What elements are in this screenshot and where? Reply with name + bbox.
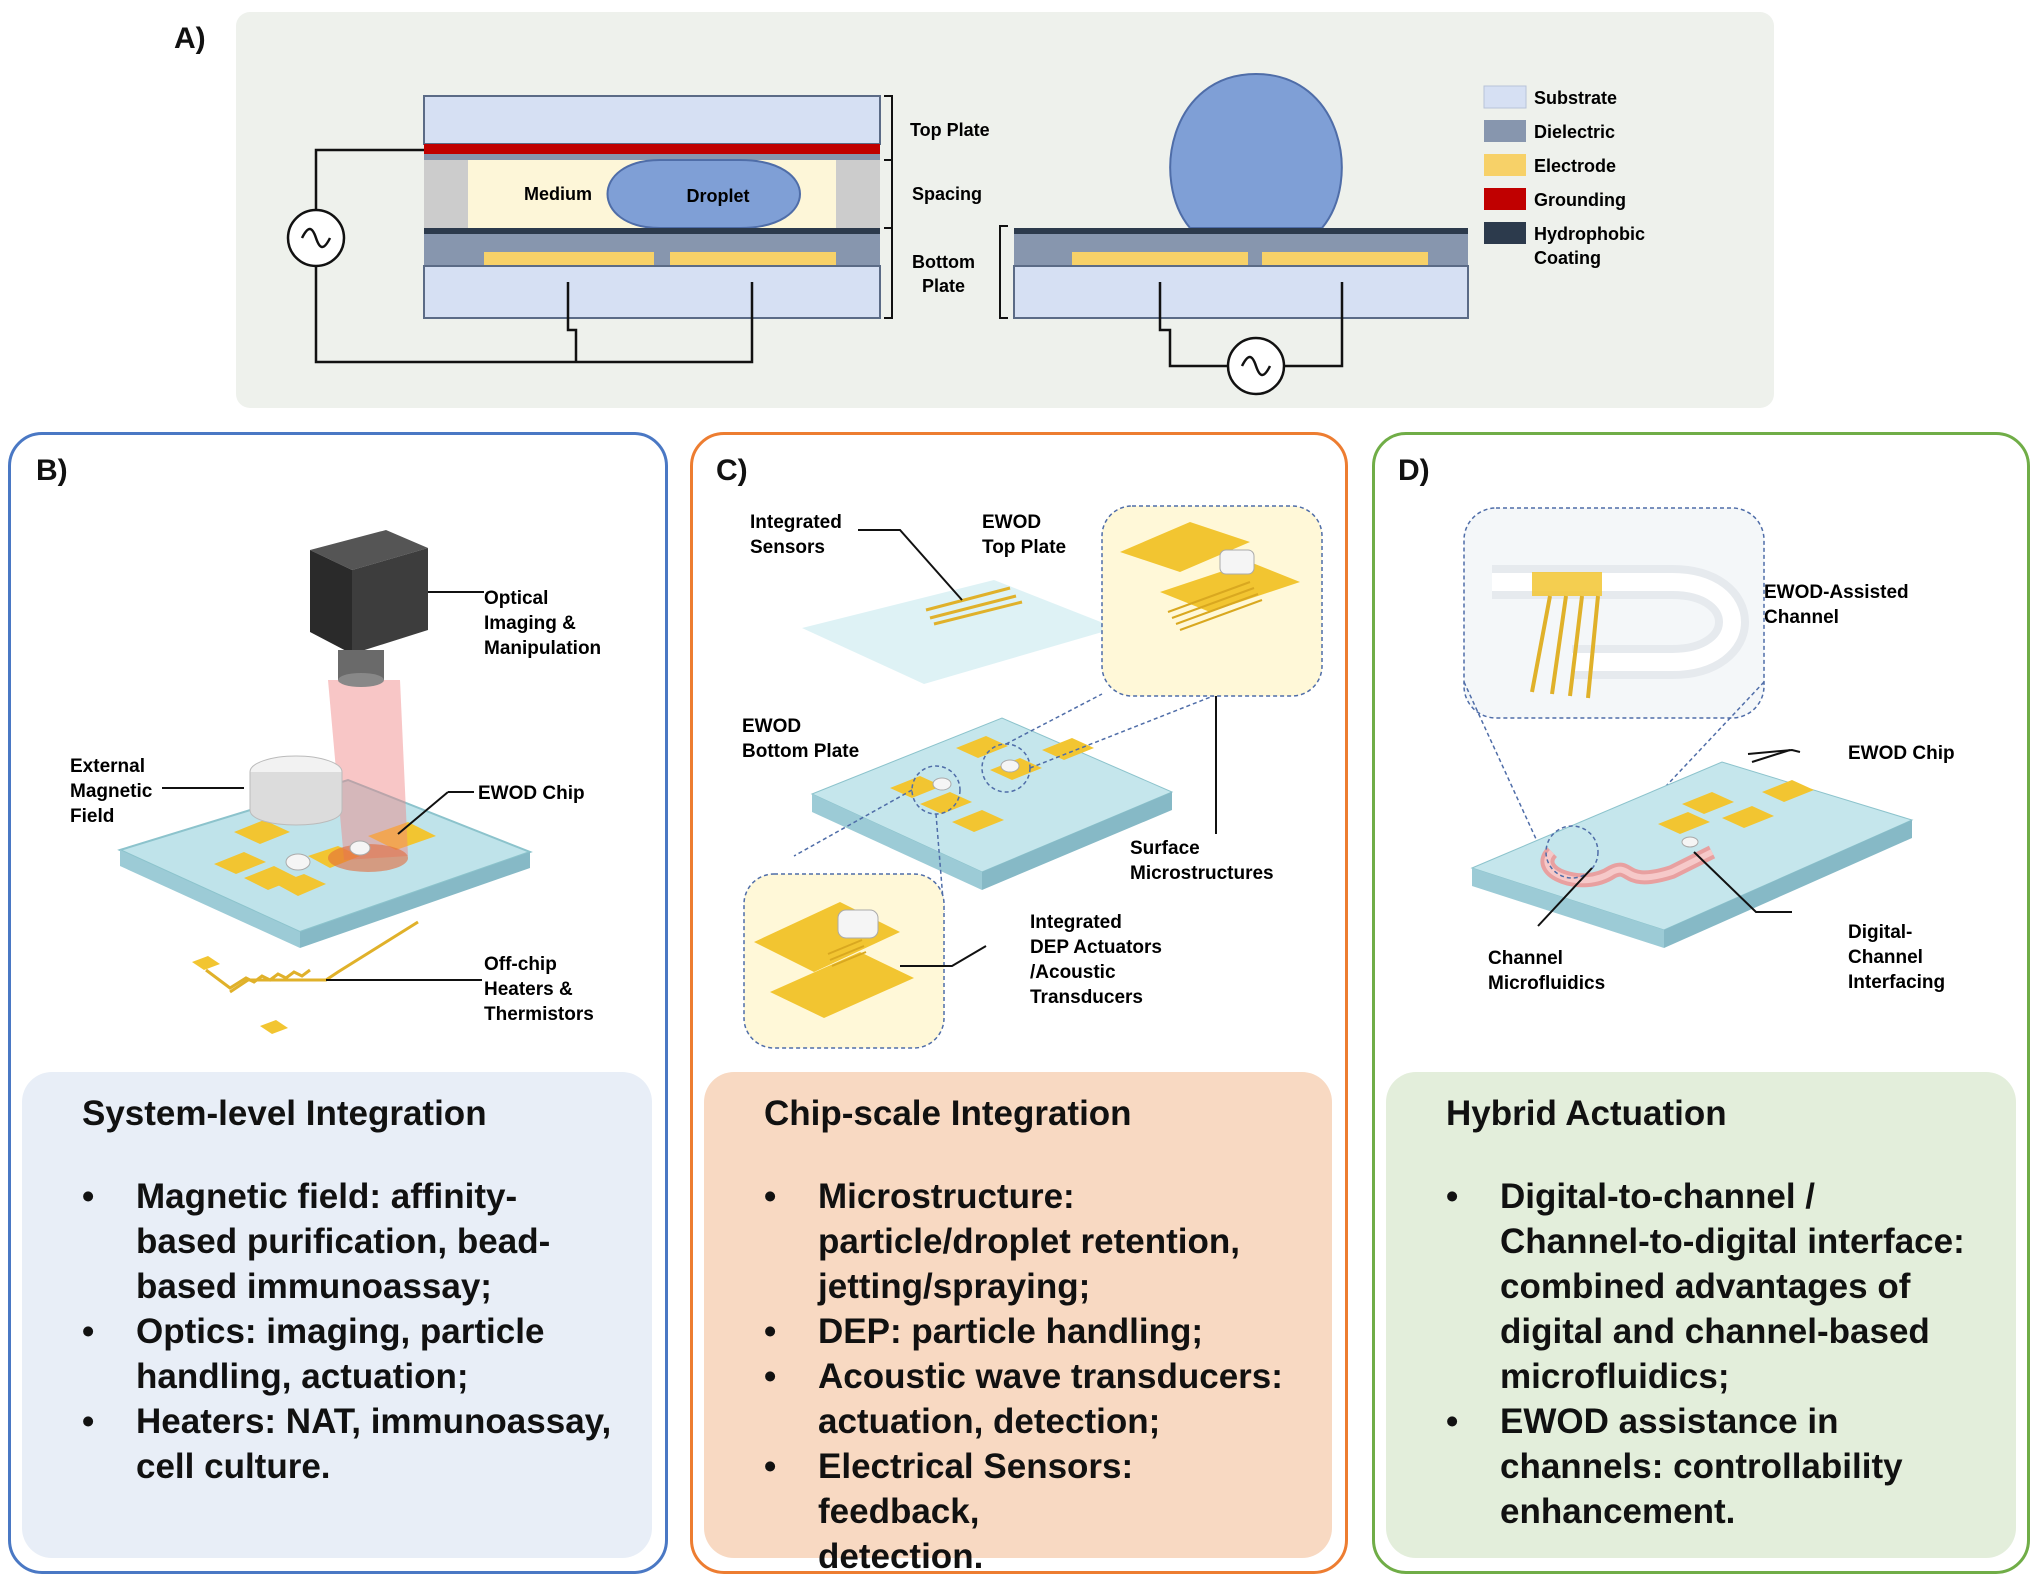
digital-label-1: Digital-: [1848, 922, 1912, 943]
droplet-open: [1169, 72, 1343, 229]
surface-label-1: Surface: [1130, 838, 1200, 859]
list-item: DEP: particle handling;: [734, 1309, 1302, 1354]
circuit-wire-left: [314, 148, 424, 216]
panel-d-letter: D): [1398, 454, 1430, 487]
panel-a-letter: A): [174, 22, 206, 55]
ewod-chip-label: EWOD Chip: [478, 783, 585, 804]
legend-label-coating: Coating: [1534, 248, 1601, 268]
surface-label-2: Microstructures: [1130, 863, 1274, 884]
legend-label-grounding: Grounding: [1534, 190, 1626, 210]
grounding-layer: [424, 144, 880, 154]
legend-label-electrode: Electrode: [1534, 156, 1616, 176]
panel-b-letter: B): [36, 454, 68, 487]
electrode-1: [484, 252, 654, 266]
top-plate-label-1: EWOD: [982, 512, 1041, 533]
panel-d-bullets: Digital-to-channel /Channel-to-digital i…: [1416, 1174, 1986, 1534]
panel-c-title: Chip-scale Integration: [764, 1094, 1132, 1133]
panel-b-illustration: Optical Imaging & Manipulation External …: [70, 530, 601, 1034]
magnetic-label-3: Field: [70, 806, 114, 827]
panel-d-frame: [1372, 432, 2030, 1574]
electrode-2: [670, 252, 836, 266]
dep-label-4: Transducers: [1030, 987, 1143, 1008]
magnetic-label-2: Magnetic: [70, 781, 153, 802]
panel-a-diagram: Medium Droplet Top Plate Spacing Bottom …: [286, 72, 1645, 396]
top-plate-substrate: [423, 95, 881, 145]
panel-d-card: Hybrid Actuation Digital-to-channel /Cha…: [1386, 1072, 2016, 1558]
sensors-label-2: Sensors: [750, 537, 825, 558]
legend-swatch-substrate: [1483, 85, 1527, 109]
top-dielectric: [424, 154, 880, 160]
digital-label-2: Channel: [1848, 947, 1923, 968]
panel-d-illustration: EWOD-Assisted Channel EWOD Chip Channel …: [1463, 507, 1955, 994]
panel-b-frame: [8, 432, 668, 1574]
list-item: Microstructure:particle/droplet retentio…: [734, 1174, 1302, 1309]
dep-label-3: /Acoustic: [1030, 962, 1116, 983]
legend-swatch-grounding: [1484, 188, 1526, 210]
bottom-plate-label-1: Bottom: [912, 252, 975, 272]
bottom-plate-label-2: Bottom Plate: [742, 741, 859, 762]
spacer-left: [424, 160, 468, 228]
magnetic-label-1: External: [70, 756, 145, 777]
channel-label-2: Microfluidics: [1488, 973, 1605, 994]
top-plate-label: Top Plate: [910, 120, 990, 140]
optical-label-1: Optical: [484, 588, 548, 609]
panel-b-bullets: Magnetic field: affinity-based purificat…: [52, 1174, 622, 1489]
spacer-right: [836, 160, 880, 228]
hydrophobic-coating: [424, 228, 880, 234]
bottom-plate-label-2: Plate: [922, 276, 965, 296]
digital-label-3: Interfacing: [1848, 972, 1945, 993]
spacing-label: Spacing: [912, 184, 982, 204]
chip-label: EWOD Chip: [1848, 743, 1955, 764]
droplet-sandwiched: [606, 159, 801, 229]
legend-label-hydrophobic: Hydrophobic: [1534, 224, 1645, 244]
panel-c-illustration: Integrated Sensors EWOD Top Plate EWOD B…: [742, 505, 1323, 1049]
legend-label-dielectric: Dielectric: [1534, 122, 1615, 142]
droplet-label: Droplet: [687, 186, 750, 206]
list-item: Electrical Sensors: feedback,detection.: [734, 1444, 1302, 1579]
legend-swatch-dielectric: [1484, 120, 1526, 142]
legend-label-substrate: Substrate: [1534, 88, 1617, 108]
legend-swatch-hydrophobic: [1484, 222, 1526, 244]
legend-swatch-electrode: [1484, 154, 1526, 176]
heaters-label-3: Thermistors: [484, 1004, 594, 1025]
list-item: Magnetic field: affinity-based purificat…: [52, 1174, 622, 1309]
list-item: Acoustic wave transducers:actuation, det…: [734, 1354, 1302, 1444]
assisted-label-2: Channel: [1764, 607, 1839, 628]
top-plate-label-2: Top Plate: [982, 537, 1066, 558]
panel-d-title: Hybrid Actuation: [1446, 1094, 1727, 1133]
panel-c-letter: C): [716, 454, 748, 487]
sensors-label-1: Integrated: [750, 512, 842, 533]
panel-c-card: Chip-scale Integration Microstructure:pa…: [704, 1072, 1332, 1576]
heaters-label-2: Heaters &: [484, 979, 573, 1000]
panel-b-card: System-level Integration Magnetic field:…: [22, 1072, 652, 1558]
bottom-substrate: [423, 265, 881, 319]
dep-label-2: DEP Actuators: [1030, 937, 1162, 958]
panel-b-title: System-level Integration: [82, 1094, 487, 1133]
optical-label-2: Imaging &: [484, 613, 576, 634]
channel-label-1: Channel: [1488, 948, 1563, 969]
medium-label: Medium: [524, 184, 592, 204]
dep-label-1: Integrated: [1030, 912, 1122, 933]
optical-label-3: Manipulation: [484, 638, 601, 659]
list-item: Digital-to-channel /Channel-to-digital i…: [1416, 1174, 1986, 1399]
heaters-label-1: Off-chip: [484, 954, 557, 975]
panel-c-bullets: Microstructure:particle/droplet retentio…: [734, 1174, 1302, 1579]
bottom-plate-label-1: EWOD: [742, 716, 801, 737]
assisted-label-1: EWOD-Assisted: [1764, 582, 1909, 603]
list-item: Heaters: NAT, immunoassay,cell culture.: [52, 1399, 622, 1489]
